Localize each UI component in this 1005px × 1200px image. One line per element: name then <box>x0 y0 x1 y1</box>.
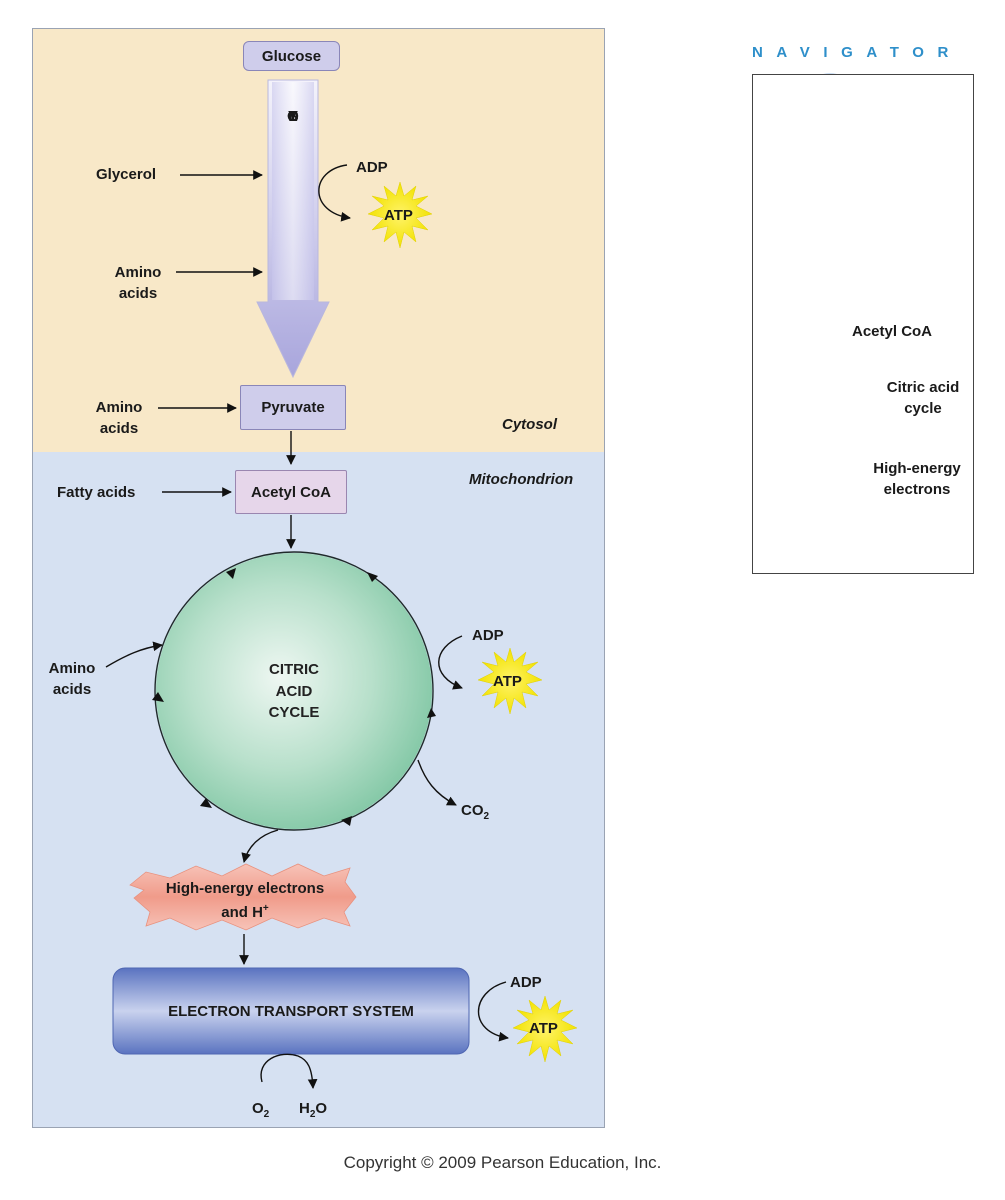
citric-acid-cycle-circle <box>152 551 436 831</box>
glycolysis-letter: S <box>287 108 298 125</box>
atp-burst-2 <box>477 647 543 715</box>
atp-label-1: ATP <box>384 207 413 224</box>
adp-atp-curve-3 <box>478 981 509 1042</box>
glycolysis-letter: Y <box>287 108 298 125</box>
acids-word: acids <box>118 285 158 302</box>
ets-label: ELECTRON TRANSPORT SYSTEM <box>168 1003 414 1020</box>
acid-word: ACID <box>275 682 313 700</box>
adp-label-3: ADP <box>510 974 542 991</box>
citric-acid-cycle-label: CITRIC ACID CYCLE <box>244 659 344 724</box>
glycolysis-letter: L <box>288 108 298 125</box>
high-energy-line-2: and H+ <box>140 899 350 923</box>
glycolysis-letter: G <box>287 108 299 125</box>
copyright-notice: Copyright © 2009 Pearson Education, Inc. <box>343 1153 662 1172</box>
adp-label-1: ADP <box>356 159 388 176</box>
glycolysis-letter: O <box>287 108 299 125</box>
amino-acids-label-1: Amino acids <box>103 262 173 304</box>
navigator-panel <box>752 74 974 574</box>
nav-electrons-line: electrons <box>883 481 951 498</box>
acids-word: acids <box>52 681 92 698</box>
acetyl-coa-box: Acetyl CoA <box>235 470 347 514</box>
atp-burst-1 <box>367 181 433 249</box>
cytosol-label: Cytosol <box>502 416 558 433</box>
high-energy-line-1: High-energy electrons <box>165 880 325 897</box>
h-plus-superscript: + <box>262 903 269 914</box>
o2-subscript: 2 <box>263 1109 270 1120</box>
navigator-title: NAVIGATOR <box>752 44 962 61</box>
co2-arrow <box>417 759 457 806</box>
amino-word: Amino <box>114 264 162 281</box>
cycle-to-electrons-arrow <box>241 829 279 863</box>
amino-word: Amino <box>48 660 96 677</box>
co2-text: CO <box>461 802 484 819</box>
amino-word: Amino <box>95 399 143 416</box>
nav-citric-acid-line: Citric acid <box>886 379 960 396</box>
diagram-frame <box>32 28 605 1128</box>
glucose-box: Glucose <box>243 41 340 71</box>
pyruvate-box: Pyruvate <box>240 385 346 430</box>
amino-acids-label-3: Amino acids <box>37 658 107 700</box>
fatty-acids-label: Fatty acids <box>57 484 136 501</box>
glycolysis-letter: S <box>287 108 298 125</box>
glucose-label: Glucose <box>261 47 322 65</box>
o2-h2o-curve <box>260 1053 318 1089</box>
adp-atp-curve-1 <box>318 164 351 222</box>
nav-acetyl-coa-label: Acetyl CoA <box>852 323 933 340</box>
glycerol-label: Glycerol <box>96 166 157 183</box>
high-energy-electrons-burst <box>129 863 357 931</box>
atp-label-2: ATP <box>493 673 522 690</box>
atp-burst-3 <box>512 995 578 1063</box>
co2-subscript: 2 <box>483 811 490 822</box>
glycolysis-letter: I <box>290 108 296 125</box>
o2-label: O2 <box>252 1098 269 1125</box>
h2o-subscript: 2 <box>309 1109 316 1120</box>
nav-high-energy-label: High-energy electrons <box>862 458 972 500</box>
glycolysis-letter: L <box>288 108 298 125</box>
co2-label: CO2 <box>461 800 489 827</box>
glycolysis-letter: Y <box>287 108 298 125</box>
h2o-h-text: H <box>299 1100 310 1117</box>
acids-word: acids <box>99 420 139 437</box>
o2-text: O <box>252 1100 264 1117</box>
amino-acids-label-2: Amino acids <box>84 397 154 439</box>
glycolysis-arrow <box>256 79 330 379</box>
amino-acids-arrow-3 <box>105 641 163 668</box>
h2o-label: H2O <box>299 1098 327 1125</box>
mitochondrion-label: Mitochondrion <box>469 471 574 488</box>
adp-atp-curve-2 <box>438 635 463 690</box>
and-h-text: and H <box>221 904 263 921</box>
nav-cycle-line: cycle <box>904 400 942 417</box>
adp-label-2: ADP <box>472 627 504 644</box>
glycolysis-letter: C <box>287 108 299 125</box>
h2o-o-text: O <box>315 1100 328 1117</box>
atp-label-3: ATP <box>529 1020 558 1037</box>
cycle-word: CYCLE <box>268 704 320 721</box>
high-energy-electrons-label: High-energy electrons and H+ <box>140 879 350 923</box>
citric-word: CITRIC <box>269 661 319 678</box>
nav-citric-acid-cycle-label: Citric acid cycle <box>878 377 968 419</box>
acetyl-coa-label: Acetyl CoA <box>250 483 332 501</box>
pyruvate-label: Pyruvate <box>261 399 325 416</box>
nav-high-energy-line: High-energy <box>873 460 961 477</box>
